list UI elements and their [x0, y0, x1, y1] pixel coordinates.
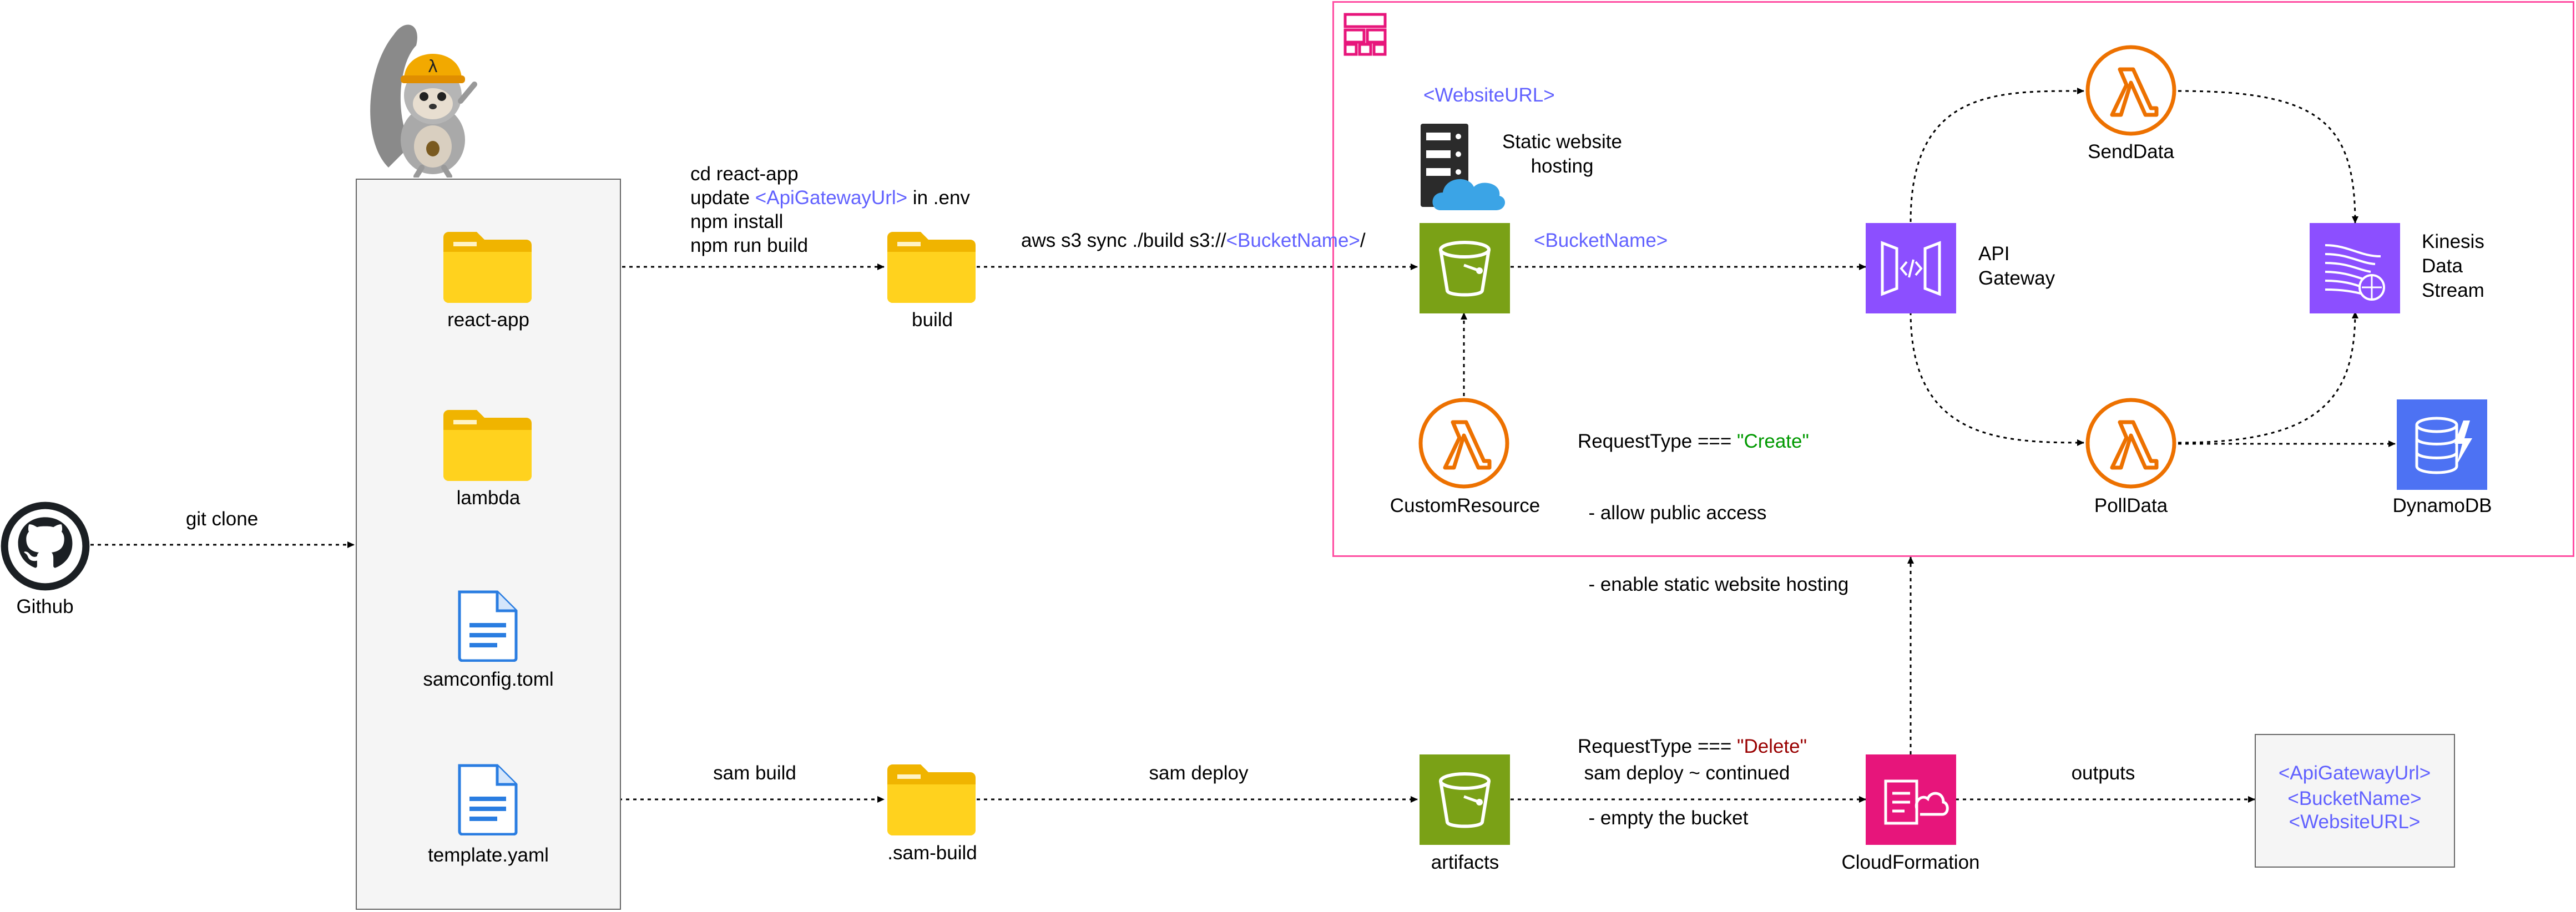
cmd-npm-install: npm install	[690, 211, 784, 232]
create-step-1: - allow public access	[1578, 502, 1767, 524]
outputs-label: outputs	[2071, 762, 2135, 784]
aws-cloud-group	[1332, 1, 2574, 557]
api-gateway-icon	[1866, 223, 1956, 313]
lambda-icon	[1418, 398, 1509, 489]
delete-step-1: - empty the bucket	[1578, 807, 1749, 829]
website-url-label: <WebsiteURL>	[1423, 84, 1555, 106]
dynamodb-icon	[2397, 399, 2487, 490]
artifacts-label: artifacts	[1431, 852, 1499, 873]
sam-deploy-label: sam deploy	[1149, 762, 1249, 784]
s3-sync-label: aws s3 sync ./build s3://<BucketName>/	[1021, 230, 1366, 251]
samconfig-label: samconfig.toml	[423, 668, 554, 690]
custom-resource-notes: RequestType === "Create" - allow public …	[1578, 382, 1848, 854]
custom-resource-label: CustomResource	[1390, 495, 1540, 516]
lambda-icon	[2085, 398, 2176, 489]
cmd-cd-react-app: cd react-app	[690, 163, 799, 185]
kinesis-line2: Data	[2422, 255, 2463, 277]
lambda-folder-label: lambda	[456, 487, 521, 509]
api-gateway-line2: Gateway	[1978, 267, 2055, 289]
senddata-label: SendData	[2088, 141, 2174, 163]
cmd-npm-run-build: npm run build	[690, 235, 809, 256]
squirrel-mascot-icon: λ	[370, 24, 477, 178]
static-hosting-line2: hosting	[1531, 155, 1594, 177]
edge-polldata-to-kinesis	[2178, 311, 2358, 444]
kinesis-data-stream-icon	[2310, 223, 2400, 313]
document-icon	[458, 764, 518, 835]
sam-build-folder-label: .sam-build	[887, 842, 977, 864]
polldata-label: PollData	[2094, 495, 2168, 516]
create-condition: RequestType === "Create"	[1578, 430, 1809, 452]
sam-deploy-continued-label: sam deploy ~ continued	[1584, 762, 1790, 784]
cmd-update-env: update <ApiGatewayUrl> in .env	[690, 187, 970, 209]
server-cloud-icon	[1421, 124, 1506, 210]
react-app-label: react-app	[447, 309, 529, 331]
create-step-2: - enable static website hosting	[1578, 574, 1849, 595]
api-gateway-label: API Gateway	[1978, 242, 2055, 291]
lambda-icon	[2085, 45, 2176, 136]
delete-condition: RequestType === "Delete"	[1578, 736, 1807, 757]
outputs-bucket-name: <BucketName>	[2287, 788, 2422, 809]
cloudformation-label: CloudFormation	[1841, 852, 1980, 873]
folder-icon	[887, 232, 976, 303]
outputs-website-url: <WebsiteURL>	[2289, 811, 2421, 833]
static-hosting-label: Static website hosting	[1502, 130, 1622, 179]
api-gateway-line1: API	[1978, 243, 2010, 265]
template-label: template.yaml	[428, 844, 549, 866]
outputs-box	[2255, 734, 2455, 868]
edge-api-to-polldata	[1910, 311, 2084, 446]
github-label: Github	[16, 596, 74, 617]
kinesis-line3: Stream	[2422, 280, 2484, 301]
outputs-api-gateway-url: <ApiGatewayUrl>	[2278, 762, 2431, 784]
github-icon	[1, 501, 90, 591]
git-clone-label: git clone	[185, 508, 259, 530]
cloudformation-icon	[1866, 754, 1956, 845]
dynamodb-label: DynamoDB	[2392, 495, 2492, 516]
folder-icon	[443, 232, 532, 303]
kinesis-line1: Kinesis	[2422, 231, 2484, 252]
sam-build-label: sam build	[713, 762, 796, 784]
folder-icon	[443, 410, 532, 481]
document-icon	[458, 590, 518, 662]
react-build-commands: cd react-app update <ApiGatewayUrl> in .…	[690, 162, 970, 257]
bucket-name-edge-label: <BucketName>	[1534, 230, 1668, 251]
s3-bucket-icon	[1420, 754, 1510, 845]
static-hosting-line1: Static website	[1502, 131, 1622, 153]
svg-text:λ: λ	[428, 57, 438, 77]
build-label: build	[912, 309, 953, 331]
folder-icon	[887, 764, 976, 835]
group-icon	[1343, 13, 1387, 56]
kinesis-label: Kinesis Data Stream	[2422, 230, 2484, 303]
s3-bucket-icon	[1420, 223, 1510, 313]
edge-senddata-to-kinesis	[2178, 90, 2358, 224]
